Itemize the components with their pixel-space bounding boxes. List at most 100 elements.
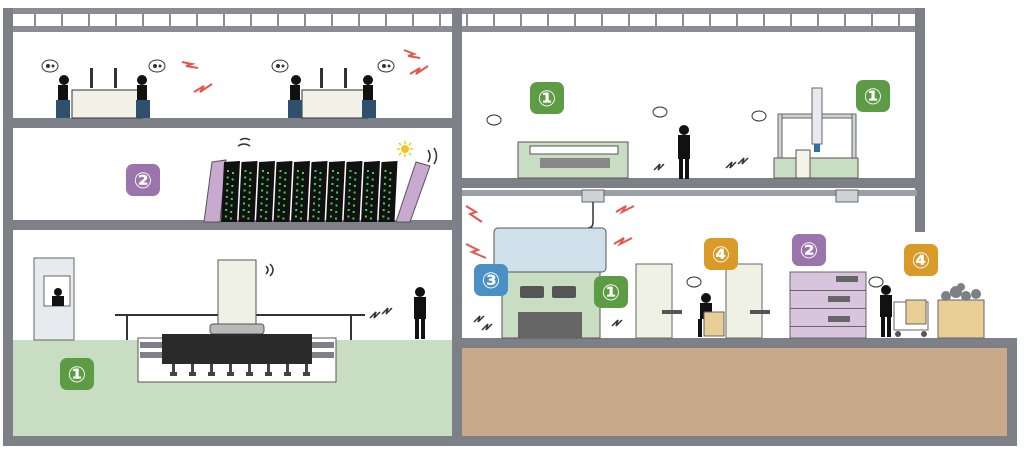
- server-led: [367, 170, 369, 172]
- server-led: [282, 211, 285, 213]
- roof-window-mullion: [466, 14, 468, 26]
- right-ground: [462, 348, 1007, 436]
- rack-end-panel: [395, 161, 431, 223]
- server-rack: [308, 161, 328, 222]
- machine-foot: [284, 372, 291, 376]
- server-led: [319, 172, 322, 174]
- server-rack: [273, 161, 293, 222]
- server-led: [348, 196, 351, 198]
- vibration-icon: [611, 319, 623, 327]
- worker-head: [291, 75, 301, 85]
- workstation-group-1: [41, 59, 213, 119]
- vibration-icon: [653, 163, 665, 171]
- server-led: [313, 183, 316, 185]
- press-window: [520, 286, 544, 298]
- machine-leg: [210, 364, 213, 374]
- server-led: [369, 217, 372, 220]
- server-led: [296, 176, 299, 179]
- workstation-group-2: [271, 49, 429, 119]
- server-led: [243, 202, 245, 205]
- roof-window-mullion: [115, 14, 117, 26]
- hand-cart: [893, 299, 929, 337]
- coordinate-measuring-machine: [773, 87, 859, 179]
- worker-body: [290, 85, 300, 103]
- inspection-lab: [486, 87, 859, 179]
- stress-cloud-icon: [686, 276, 702, 288]
- machine-head: [209, 323, 265, 335]
- server-led: [230, 198, 233, 200]
- server-led: [382, 209, 385, 211]
- server-led: [313, 202, 315, 205]
- roof-window-mullion: [871, 14, 873, 26]
- left-slab-2: [3, 220, 461, 230]
- server-rack-body: [273, 161, 293, 222]
- press-window: [552, 286, 576, 298]
- server-led: [371, 178, 374, 181]
- roof-window-mullion: [385, 14, 387, 26]
- server-led: [277, 209, 280, 211]
- server-led: [330, 202, 333, 205]
- server-led: [352, 217, 355, 220]
- server-rack-row: [221, 161, 398, 222]
- stress-cloud-icon: [377, 59, 395, 73]
- server-led: [352, 211, 355, 213]
- crane-hook: [587, 202, 594, 229]
- server-led: [353, 204, 355, 207]
- badge-one-top-left-lab: ①: [530, 82, 564, 114]
- server-led: [348, 183, 351, 185]
- server-led: [265, 204, 268, 207]
- roof-window-mullion: [412, 14, 414, 26]
- server-rack: [256, 161, 275, 222]
- desk: [71, 89, 143, 119]
- server-led: [260, 202, 263, 205]
- server-led: [242, 215, 245, 218]
- stress-cloud-icon: [652, 106, 668, 118]
- badge-three-press: ③: [474, 264, 508, 296]
- server-led: [387, 211, 390, 213]
- server-led: [388, 191, 391, 194]
- badge-label: ①: [864, 85, 883, 110]
- server-led: [384, 176, 387, 179]
- alert-spark-icon: [615, 205, 635, 215]
- shelf-drawer: [836, 276, 858, 282]
- server-led: [301, 185, 304, 187]
- monitor: [320, 68, 323, 88]
- server-led: [284, 172, 287, 174]
- server-led: [383, 183, 386, 185]
- server-led: [354, 172, 357, 174]
- server-led: [318, 191, 321, 194]
- server-led: [330, 196, 333, 198]
- signal-waves-icon: [427, 147, 438, 165]
- badge-label: ①: [68, 363, 87, 388]
- server-led: [366, 176, 369, 179]
- roof-windows: [10, 14, 915, 26]
- roof-window-mullion: [142, 14, 144, 26]
- server-led: [278, 196, 281, 198]
- building-structure: [3, 8, 1017, 446]
- server-rack-body: [326, 161, 345, 222]
- roof-window-mullion: [547, 14, 549, 26]
- badge-one-top-right-lab: ①: [856, 80, 890, 112]
- machine-foot: [170, 372, 177, 376]
- roof-window-mullion: [196, 14, 198, 26]
- badge-one-press: ①: [594, 276, 628, 308]
- server-led: [230, 211, 233, 213]
- alert-spark-icon: [403, 49, 421, 59]
- server-led: [347, 209, 350, 211]
- server-led: [312, 209, 315, 211]
- server-led: [295, 209, 298, 211]
- server-led: [365, 209, 368, 211]
- server-led: [266, 178, 269, 181]
- tall-cabinet: [635, 263, 673, 339]
- badge-four-cart: ④: [904, 244, 938, 276]
- machine-leg: [172, 364, 175, 374]
- machine-foot: [246, 372, 253, 376]
- worker-head: [137, 75, 147, 85]
- vibration-icon: [473, 315, 493, 331]
- server-led: [295, 202, 298, 205]
- server-led: [370, 204, 373, 207]
- shelf-divider: [790, 308, 866, 309]
- roof-window-mullions: [34, 14, 900, 26]
- server-led: [277, 215, 280, 218]
- roof-window-mullion: [304, 14, 306, 26]
